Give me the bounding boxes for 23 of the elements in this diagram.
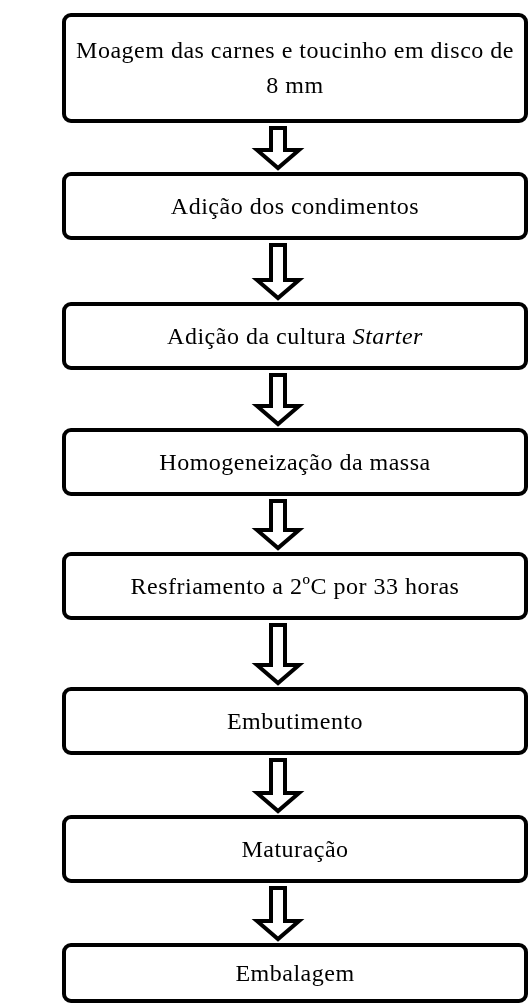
- block-arrow: [251, 126, 305, 171]
- process-box: [62, 687, 528, 755]
- step-text: Adição dos condimentos: [170, 191, 420, 221]
- process-box: [62, 302, 528, 370]
- process-box: [62, 943, 528, 1003]
- block-arrow: [251, 886, 305, 942]
- process-box: [62, 428, 528, 496]
- step-text: Adição da cultura Starter: [167, 321, 423, 351]
- process-box: [62, 172, 528, 240]
- step-text: Moagem das carnes e toucinho em disco de 8 mm: [76, 36, 514, 100]
- step-text: Embutimento: [226, 706, 364, 736]
- block-arrow: [251, 758, 305, 814]
- block-arrow: [251, 243, 305, 301]
- step-text: Embalagem: [235, 958, 355, 988]
- block-arrow: [251, 373, 305, 427]
- process-box: [62, 552, 528, 620]
- step-text: Resfriamento a 2ºC por 33 horas: [130, 571, 460, 601]
- step-text: Maturação: [241, 834, 349, 864]
- process-box: [62, 815, 528, 883]
- step-text: Homogeneização da massa: [159, 447, 431, 477]
- process-box: [62, 13, 528, 123]
- block-arrow: [251, 499, 305, 551]
- block-arrow: [251, 623, 305, 686]
